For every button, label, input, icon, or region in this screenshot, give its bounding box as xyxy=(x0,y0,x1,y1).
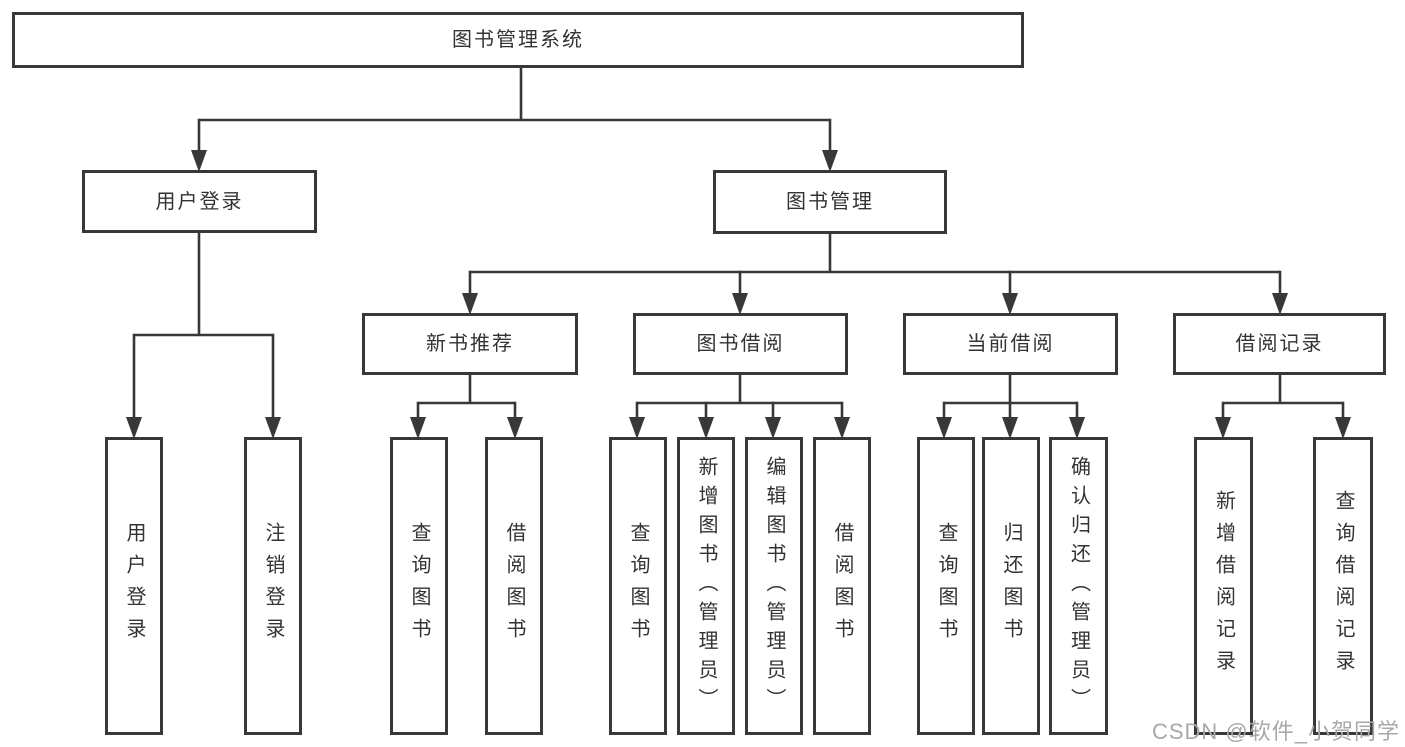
leaf-borrow-books-2: 借阅图书 xyxy=(813,437,871,735)
node-library-system: 图书管理系统 xyxy=(12,12,1024,68)
node-label: 图书管理 xyxy=(786,191,874,213)
node-label: 图书借阅 xyxy=(696,333,785,355)
node-label: 借阅图书 xyxy=(503,522,525,650)
node-label: 当前借阅 xyxy=(966,333,1055,355)
node-book-borrowing: 图书借阅 xyxy=(633,313,848,375)
leaf-query-books-3: 查询图书 xyxy=(917,437,975,735)
node-current-borrowing: 当前借阅 xyxy=(903,313,1118,375)
node-label: 注销登录 xyxy=(262,522,284,650)
leaf-add-books-admin: 新增图书（管理员） xyxy=(677,437,735,735)
node-label: 用户登录 xyxy=(123,522,145,650)
node-label: 归还图书 xyxy=(1000,522,1022,650)
leaf-user-login: 用户登录 xyxy=(105,437,163,735)
node-book-management: 图书管理 xyxy=(713,170,947,234)
leaf-logout: 注销登录 xyxy=(244,437,302,735)
leaf-borrow-books-1: 借阅图书 xyxy=(485,437,543,735)
leaf-add-borrow-record: 新增借阅记录 xyxy=(1194,437,1253,735)
leaf-query-books-2: 查询图书 xyxy=(609,437,667,735)
node-label: 查询借阅记录 xyxy=(1332,490,1354,682)
leaf-return-books: 归还图书 xyxy=(982,437,1040,735)
node-label: 新书推荐 xyxy=(426,333,514,355)
node-label: 借阅记录 xyxy=(1235,333,1324,355)
node-label: 确认归还（管理员） xyxy=(1067,455,1090,717)
node-label: 查询图书 xyxy=(408,522,430,650)
node-borrowing-records: 借阅记录 xyxy=(1173,313,1386,375)
leaf-query-books-1: 查询图书 xyxy=(390,437,448,735)
node-label: 图书管理系统 xyxy=(452,29,584,51)
node-label: 查询图书 xyxy=(627,522,649,650)
node-new-book-recommend: 新书推荐 xyxy=(362,313,578,375)
node-label: 编辑图书（管理员） xyxy=(763,455,785,717)
leaf-confirm-return-admin: 确认归还（管理员） xyxy=(1049,437,1108,735)
node-user-login-branch: 用户登录 xyxy=(82,170,317,233)
node-label: 新增借阅记录 xyxy=(1212,490,1235,682)
node-label: 借阅图书 xyxy=(831,522,853,650)
node-label: 用户登录 xyxy=(155,190,244,213)
node-label: 查询图书 xyxy=(935,522,957,650)
leaf-query-borrow-record: 查询借阅记录 xyxy=(1313,437,1373,735)
leaf-edit-books-admin: 编辑图书（管理员） xyxy=(745,437,803,735)
node-label: 新增图书（管理员） xyxy=(695,455,717,717)
